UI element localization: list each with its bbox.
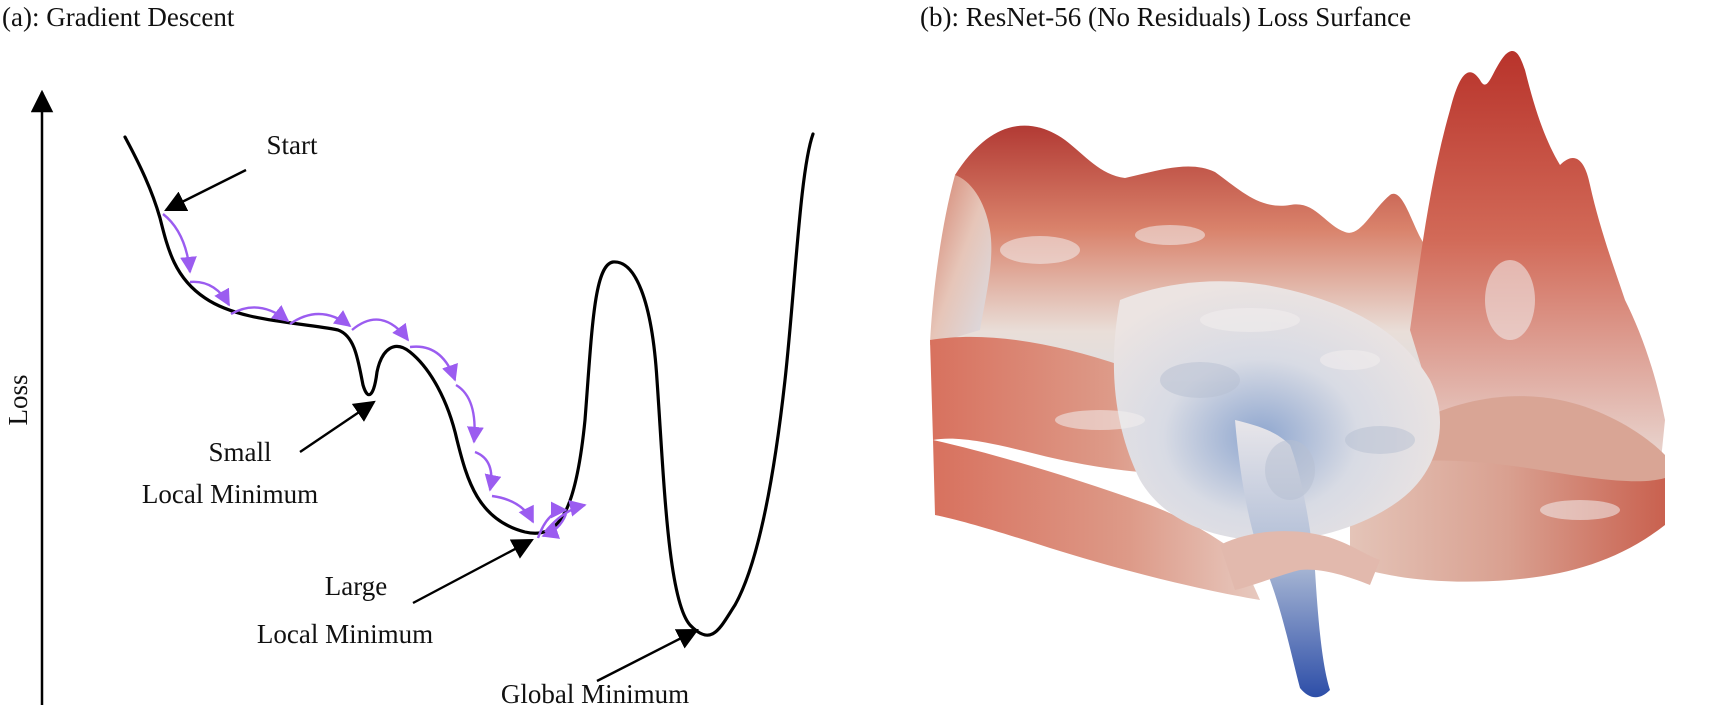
- surface-center-bowl: [1113, 281, 1440, 541]
- panel-a-diagram: Loss: [3, 89, 815, 705]
- gradient-steps: [162, 213, 587, 539]
- loss-surface-render: [930, 50, 1665, 698]
- surface-left-front: [933, 440, 1260, 600]
- surface-highlights: [1000, 225, 1620, 520]
- large-minimum-label-line1: Large: [325, 571, 387, 601]
- surface-right-peak: [1410, 50, 1665, 470]
- gd-step-1: [162, 213, 197, 274]
- surface-right-front: [1350, 460, 1665, 582]
- gd-step-5: [351, 318, 410, 342]
- small-minimum-label-line1: Small: [208, 437, 271, 467]
- gd-step-10: [536, 501, 568, 539]
- surface-front-lip: [1220, 531, 1380, 590]
- gd-step-4: [289, 310, 352, 328]
- gd-step-3: [230, 305, 290, 323]
- gd-step-12: [544, 500, 587, 533]
- gd-step-9: [491, 494, 535, 524]
- global-minimum-pointer: [596, 628, 699, 683]
- surface-shadows: [1160, 362, 1415, 500]
- surface-left-wall: [930, 175, 992, 345]
- gd-step-7: [455, 383, 484, 444]
- panel-b-title: (b): ResNet-56 (No Residuals) Loss Surfa…: [920, 2, 1412, 32]
- loss-curve: [123, 132, 815, 637]
- small-minimum-label-line2: Local Minimum: [142, 479, 318, 509]
- small-minimum-pointer: [299, 400, 376, 453]
- global-minimum-label: Global Minimum: [501, 679, 689, 705]
- large-minimum-pointer: [412, 538, 534, 605]
- start-pointer: [164, 168, 247, 212]
- y-axis-label: Loss: [3, 374, 33, 425]
- gd-step-8: [474, 450, 502, 492]
- large-minimum-label-line2: Local Minimum: [257, 619, 433, 649]
- panel-a-title: (a): Gradient Descent: [2, 2, 235, 32]
- start-label: Start: [267, 130, 318, 160]
- gd-step-11: [541, 513, 568, 539]
- gd-step-2: [189, 280, 231, 307]
- gd-step-6: [409, 345, 458, 382]
